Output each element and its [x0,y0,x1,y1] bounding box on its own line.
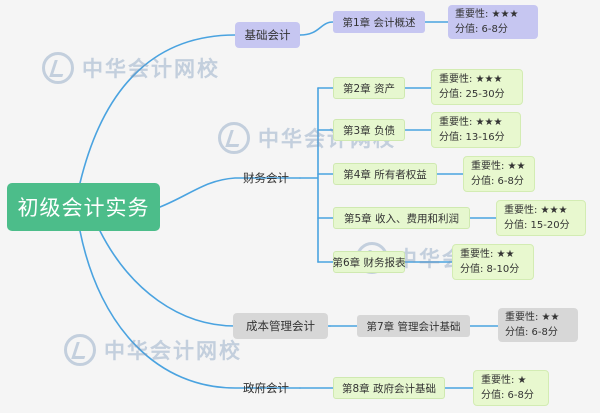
chapter-node[interactable]: 第6章 财务报表 [332,251,406,273]
category-financial-accounting[interactable]: 财务会计 [243,171,289,185]
chapter-info: 重要性: ★★ 分值: 6-8分 [463,156,535,192]
chapter-node[interactable]: 第4章 所有者权益 [333,163,437,185]
score-text: 分值: 8-10分 [460,264,520,275]
score-text: 分值: 13-16分 [439,132,505,143]
edge-root-finance [159,177,301,208]
chapter-node[interactable]: 第5章 收入、费用和利润 [333,207,470,229]
edge-basic-ch1 [299,21,334,36]
score-text: 分值: 6-8分 [471,176,524,187]
chapter-info: 重要性: ★★★ 分值: 15-20分 [496,200,586,236]
chapter-node[interactable]: 第3章 负债 [333,119,405,141]
score-text: 分值: 15-20分 [504,220,570,231]
edge-root-basic [79,34,301,184]
chapter-info: 重要性: ★★★ 分值: 13-16分 [431,112,521,148]
score-text: 分值: 6-8分 [505,327,558,338]
category-cost-management[interactable]: 成本管理会计 [233,313,328,339]
category-government-accounting[interactable]: 政府会计 [243,381,289,395]
importance-text: 重要性: ★★ [505,312,560,323]
root-node[interactable]: 初级会计实务 [7,183,160,231]
score-text: 分值: 6-8分 [455,24,508,35]
importance-text: 重要性: ★★★ [439,117,503,128]
importance-text: 重要性: ★★ [460,249,515,260]
chapter-info: 重要性: ★★★ 分值: 25-30分 [431,69,523,105]
edge-finance-bracket [299,87,319,263]
importance-text: 重要性: ★★★ [455,9,519,20]
edge-root-cost [99,230,331,327]
score-text: 分值: 6-8分 [481,390,534,401]
chapter-node[interactable]: 第2章 资产 [333,77,405,99]
chapter-info: 重要性: ★★★ 分值: 6-8分 [448,5,538,39]
edge-root-gov [79,230,301,389]
chapter-info: 重要性: ★★ 分值: 6-8分 [498,308,578,342]
importance-text: 重要性: ★★★ [439,74,503,85]
importance-text: 重要性: ★ [481,375,527,386]
chapter-info: 重要性: ★ 分值: 6-8分 [473,370,549,406]
importance-text: 重要性: ★★ [471,161,526,172]
chapter-node[interactable]: 第7章 管理会计基础 [357,315,470,337]
chapter-node[interactable]: 第8章 政府会计基础 [333,377,445,399]
chapter-node[interactable]: 第1章 会计概述 [333,11,425,33]
score-text: 分值: 25-30分 [439,89,505,100]
chapter-info: 重要性: ★★ 分值: 8-10分 [452,244,534,280]
importance-text: 重要性: ★★★ [504,205,568,216]
category-basic-accounting[interactable]: 基础会计 [235,22,300,48]
